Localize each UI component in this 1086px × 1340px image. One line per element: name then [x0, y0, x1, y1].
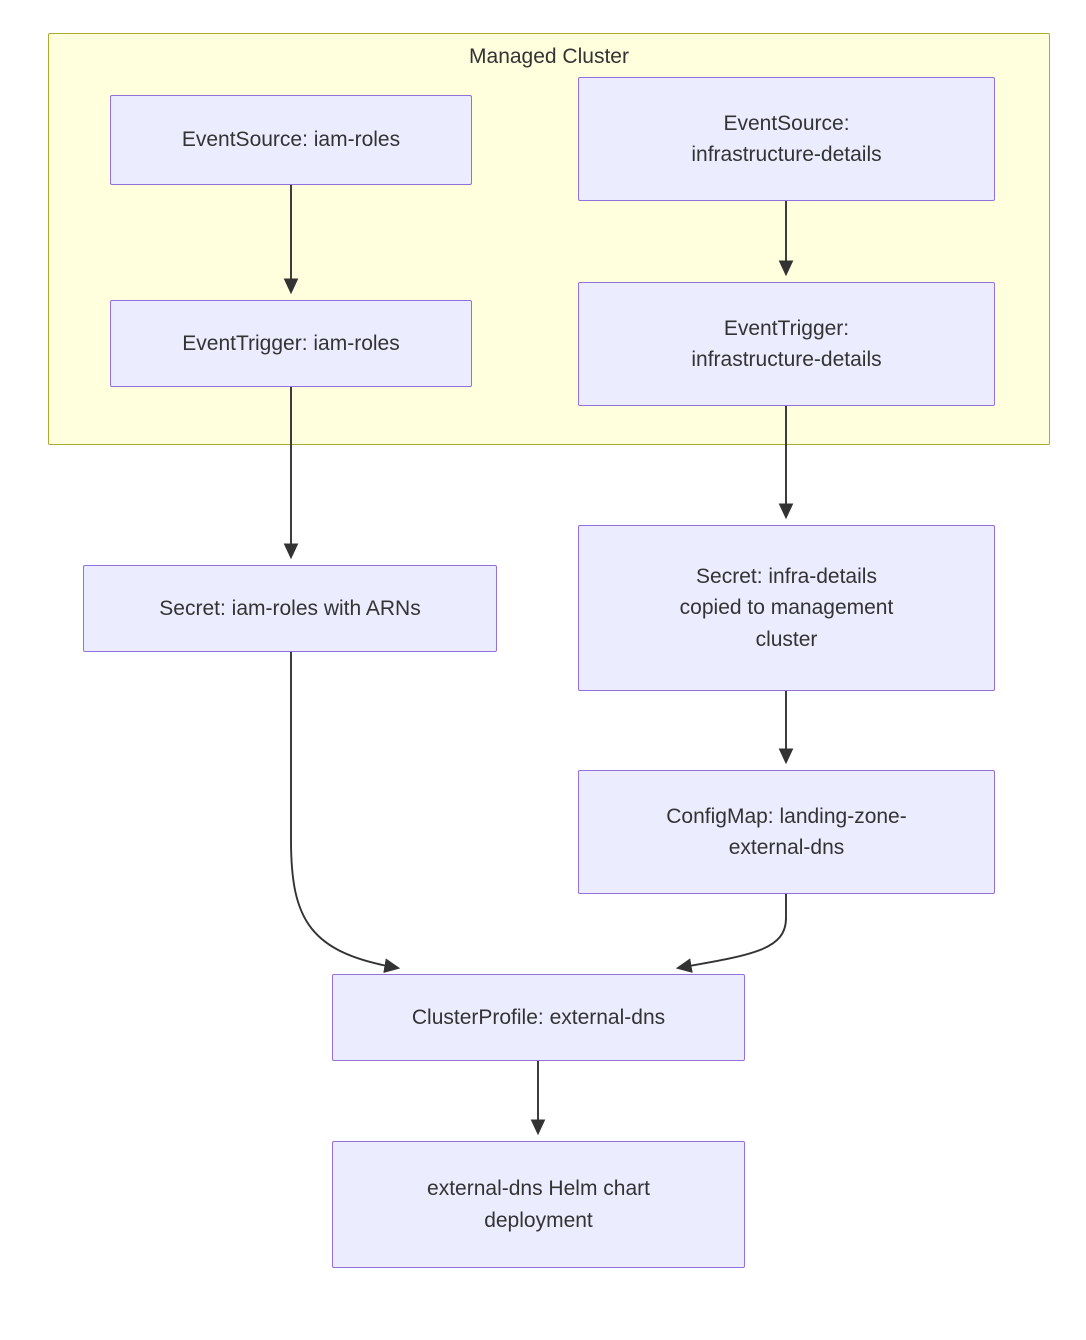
- node-configmap-landing-zone-external-dns[interactable]: ConfigMap: landing-zone- external-dns: [578, 770, 995, 894]
- node-label: ConfigMap: landing-zone- external-dns: [666, 804, 907, 860]
- node-eventtrigger-iam-roles[interactable]: EventTrigger: iam-roles: [110, 300, 472, 387]
- node-label: Secret: iam-roles with ARNs: [159, 596, 421, 620]
- node-label: ClusterProfile: external-dns: [411, 1005, 666, 1029]
- node-external-dns-helm-chart-deployment[interactable]: external-dns Helm chart deployment: [332, 1141, 745, 1268]
- edge-configmap-to-clusterprofile: [675, 894, 787, 973]
- node-label: Secret: infra-details copied to manageme…: [679, 564, 894, 651]
- node-label: external-dns Helm chart deployment: [427, 1177, 650, 1232]
- node-eventsource-infrastructure-details[interactable]: EventSource: infrastructure-details: [578, 77, 995, 201]
- cluster-managed-cluster-label: Managed Cluster: [469, 45, 629, 68]
- node-secret-iam-roles[interactable]: Secret: iam-roles with ARNs: [83, 565, 497, 652]
- edge-secret-iam-roles-to-clusterprofile: [290, 652, 401, 974]
- node-label: EventSource: infrastructure-details: [691, 111, 882, 167]
- node-clusterprofile-external-dns[interactable]: ClusterProfile: external-dns: [332, 974, 745, 1061]
- node-secret-infra-details[interactable]: Secret: infra-details copied to manageme…: [578, 525, 995, 691]
- node-label: EventTrigger: infrastructure-details: [691, 316, 882, 372]
- node-eventtrigger-infrastructure-details[interactable]: EventTrigger: infrastructure-details: [578, 282, 995, 406]
- node-eventsource-iam-roles[interactable]: EventSource: iam-roles: [110, 95, 472, 185]
- node-label: EventTrigger: iam-roles: [182, 331, 400, 355]
- node-label: EventSource: iam-roles: [181, 128, 401, 152]
